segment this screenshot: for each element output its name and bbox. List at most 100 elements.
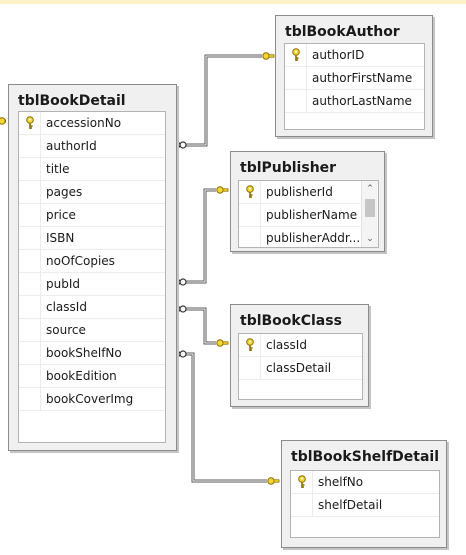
- column-grid: classId classDetail: [238, 333, 363, 400]
- column-row[interactable]: ISBN: [19, 227, 165, 250]
- column-row[interactable]: publisherId: [239, 181, 362, 204]
- column-name: authorLastName: [312, 94, 412, 108]
- key-end-icon: [267, 477, 280, 485]
- primary-key-icon: [26, 116, 34, 129]
- row-selector[interactable]: [239, 181, 261, 203]
- row-selector[interactable]: [19, 181, 41, 203]
- column-name: classId: [46, 300, 87, 314]
- table-title: tblBookClass: [240, 313, 342, 329]
- row-selector[interactable]: [19, 319, 41, 341]
- row-selector[interactable]: [19, 250, 41, 272]
- key-end-icon: [262, 52, 275, 60]
- row-selector[interactable]: [19, 135, 41, 157]
- key-end-icon: [216, 186, 229, 194]
- column-row[interactable]: authorFirstName: [285, 67, 424, 90]
- row-selector[interactable]: [19, 273, 41, 295]
- column-name: noOfCopies: [46, 254, 115, 268]
- column-row[interactable]: shelfDetail: [291, 494, 439, 517]
- column-row[interactable]: pubId: [19, 273, 165, 296]
- row-selector[interactable]: [19, 342, 41, 364]
- column-name: bookCoverImg: [46, 392, 134, 406]
- column-name: title: [46, 162, 70, 176]
- column-grid: authorID authorFirstName authorLastName: [284, 43, 425, 130]
- column-name: price: [46, 208, 76, 222]
- row-selector[interactable]: [19, 204, 41, 226]
- column-row[interactable]: shelfNo: [291, 471, 439, 494]
- relationship-class[interactable]: [186, 307, 216, 345]
- row-selector[interactable]: [19, 296, 41, 318]
- column-name: authorId: [46, 139, 97, 153]
- column-row[interactable]: title: [19, 158, 165, 181]
- column-name: publisherId: [266, 185, 333, 199]
- column-row[interactable]: publisherAddr...: [239, 227, 362, 247]
- row-selector[interactable]: [19, 227, 41, 249]
- table-title: tblBookShelfDetail: [291, 449, 440, 465]
- column-name: shelfNo: [318, 475, 364, 489]
- primary-key-icon: [298, 475, 306, 488]
- row-selector[interactable]: [285, 44, 307, 66]
- table-book-shelf-detail[interactable]: tblBookShelfDetail shelfNo shelfDetail: [281, 440, 447, 548]
- primary-key-icon: [246, 185, 254, 198]
- column-row[interactable]: publisherName: [239, 204, 362, 227]
- row-selector[interactable]: [19, 365, 41, 387]
- key-end-icon: [216, 339, 229, 347]
- column-row[interactable]: noOfCopies: [19, 250, 165, 273]
- column-grid: ⌃ ⌄ publisherId publisherName publisherAdd…: [238, 180, 379, 248]
- column-name: ISBN: [46, 231, 75, 245]
- row-selector[interactable]: [19, 158, 41, 180]
- table-title: tblBookDetail: [18, 93, 126, 109]
- row-selector[interactable]: [19, 388, 41, 410]
- relationship-publisher[interactable]: [186, 188, 216, 284]
- column-name: shelfDetail: [318, 498, 383, 512]
- column-grid: shelfNo shelfDetail: [290, 470, 440, 538]
- column-name: publisherName: [266, 208, 358, 222]
- column-row[interactable]: pages: [19, 181, 165, 204]
- row-selector[interactable]: [291, 471, 313, 493]
- column-row[interactable]: bookShelfNo: [19, 342, 165, 365]
- column-row[interactable]: authorLastName: [285, 90, 424, 113]
- column-row[interactable]: authorID: [285, 44, 424, 67]
- row-selector[interactable]: [19, 112, 41, 134]
- column-name: pages: [46, 185, 83, 199]
- row-selector[interactable]: [285, 67, 307, 89]
- row-selector[interactable]: [239, 357, 261, 379]
- row-selector[interactable]: [239, 334, 261, 356]
- primary-key-icon: [292, 48, 300, 61]
- top-highlight-bar: [0, 0, 466, 4]
- column-row[interactable]: classId: [19, 296, 165, 319]
- column-row[interactable]: bookEdition: [19, 365, 165, 388]
- table-book-detail[interactable]: tblBookDetail accessionNo authorId title pa…: [8, 84, 177, 451]
- column-name: authorFirstName: [312, 71, 413, 85]
- column-name: accessionNo: [46, 116, 122, 130]
- column-name: source: [46, 323, 86, 337]
- table-book-class[interactable]: tblBookClass classId classDetail: [230, 304, 369, 407]
- row-selector[interactable]: [285, 90, 307, 112]
- column-row[interactable]: bookCoverImg: [19, 388, 165, 411]
- column-name: authorID: [312, 48, 365, 62]
- scrollbar[interactable]: ⌃ ⌄: [361, 181, 378, 247]
- relationship-author[interactable]: [186, 54, 262, 147]
- column-name: classId: [266, 338, 307, 352]
- row-selector[interactable]: [239, 227, 261, 247]
- column-row[interactable]: accessionNo: [19, 112, 165, 135]
- column-row[interactable]: classDetail: [239, 357, 362, 380]
- column-row[interactable]: source: [19, 319, 165, 342]
- scroll-up-icon[interactable]: ⌃: [366, 184, 374, 194]
- column-name: pubId: [46, 277, 80, 291]
- primary-key-icon: [246, 338, 254, 351]
- column-row[interactable]: classId: [239, 334, 362, 357]
- row-selector[interactable]: [239, 204, 261, 226]
- row-selector[interactable]: [291, 494, 313, 516]
- column-name: publisherAddr...: [266, 231, 361, 245]
- scroll-down-icon[interactable]: ⌄: [366, 234, 374, 244]
- column-row[interactable]: price: [19, 204, 165, 227]
- table-title: tblBookAuthor: [285, 24, 400, 40]
- column-row[interactable]: authorId: [19, 135, 165, 158]
- column-name: classDetail: [266, 361, 332, 375]
- scroll-thumb[interactable]: [365, 199, 375, 217]
- column-name: bookShelfNo: [46, 346, 122, 360]
